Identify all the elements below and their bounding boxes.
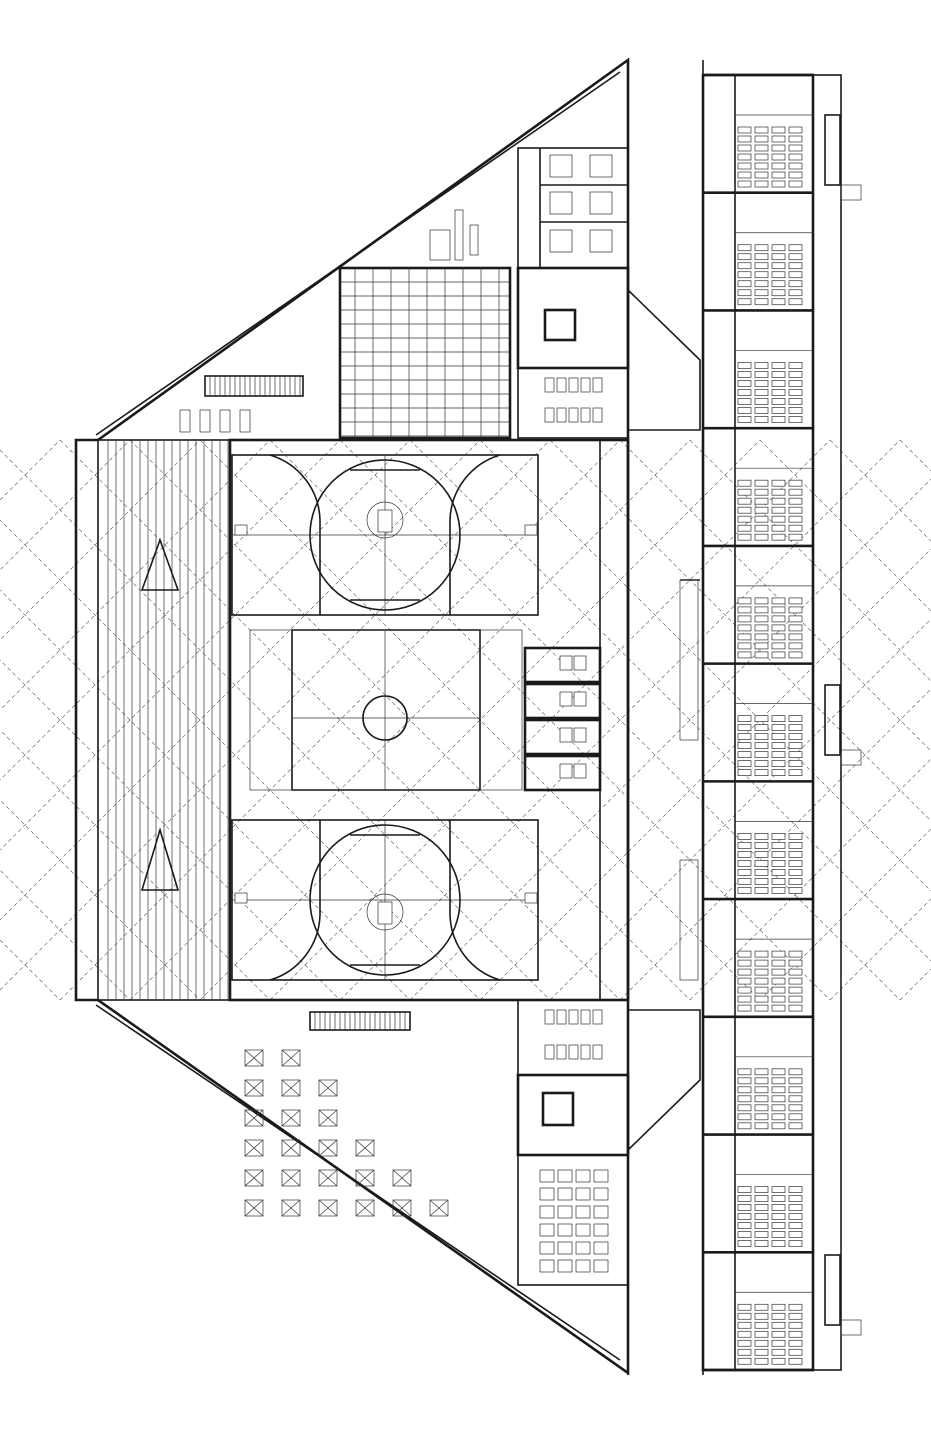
center-court	[249, 629, 523, 791]
basketball-court-north	[231, 454, 539, 616]
stair-core-south	[516, 999, 630, 1286]
cafe-seating	[244, 1011, 449, 1217]
corridor	[627, 60, 704, 1375]
spectator-stands	[97, 439, 231, 1001]
basket-stands	[234, 524, 538, 904]
changing-rooms	[523, 646, 602, 792]
office-cluster-north	[516, 147, 630, 439]
classroom-wing	[701, 73, 862, 1372]
basketball-court-south	[231, 819, 539, 981]
climbing-wall	[338, 266, 512, 440]
fitness-area	[179, 209, 479, 433]
